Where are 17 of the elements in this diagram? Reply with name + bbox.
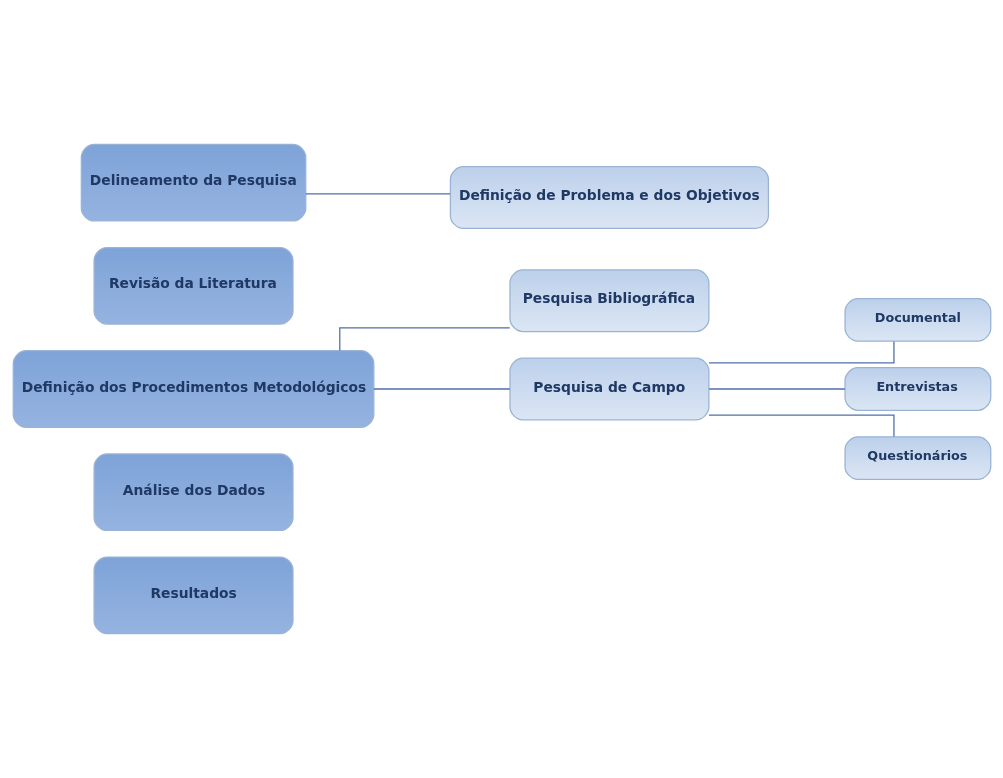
node-box: Definição dos Procedimentos Metodológicos <box>12 350 374 428</box>
node-box: Pesquisa de Campo <box>508 357 709 421</box>
node-box: Delineamento da Pesquisa <box>80 143 306 222</box>
node-box: Questionários <box>843 436 991 481</box>
connector <box>707 340 895 364</box>
node-box: Análise dos Dados <box>92 453 294 532</box>
node-box: Definição de Problema e dos Objetivos <box>449 166 769 230</box>
node-box: Documental <box>843 297 991 342</box>
connector <box>338 327 510 352</box>
connector <box>707 414 895 438</box>
connector <box>708 388 846 390</box>
node-box: Resultados <box>92 556 294 635</box>
connector <box>304 193 451 195</box>
connector <box>372 388 510 390</box>
node-box: Entrevistas <box>843 367 991 411</box>
node-box: Pesquisa Bibliográfica <box>508 269 709 333</box>
node-box: Revisão da Literatura <box>92 246 294 325</box>
